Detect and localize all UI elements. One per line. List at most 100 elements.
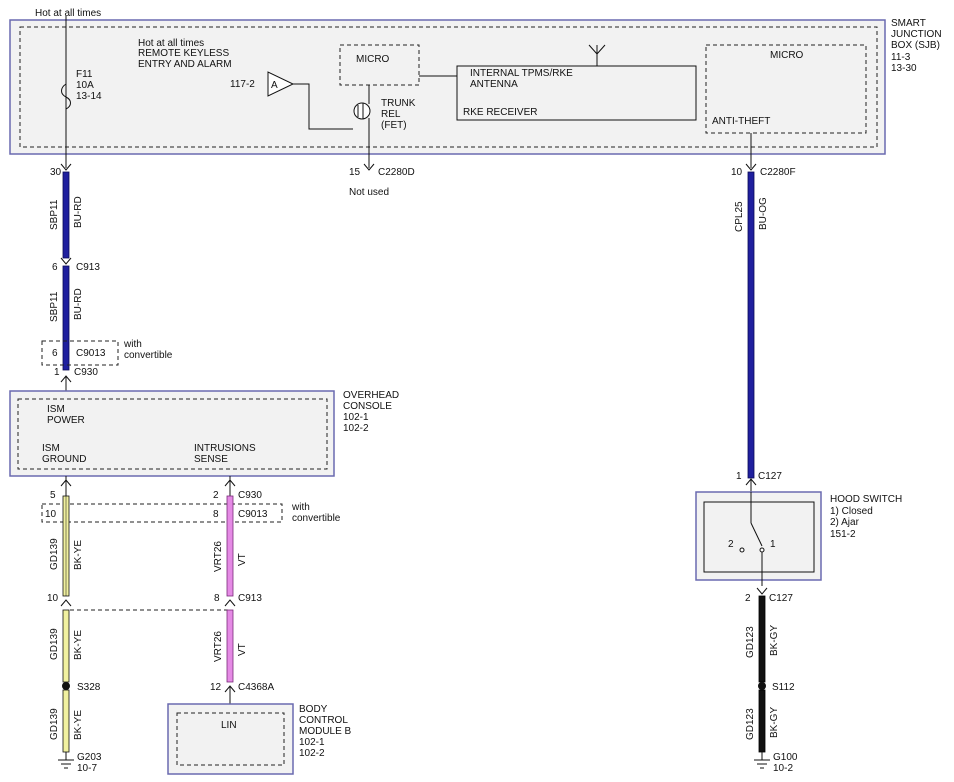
splice-s112-label: S112 xyxy=(772,682,795,693)
pin8a-label: 8 xyxy=(213,509,219,520)
overhead-title-4: 102-2 xyxy=(343,423,369,434)
smart-junction-box: SMART JUNCTION BOX (SJB) 11-3 13-30 Hot … xyxy=(9,18,942,168)
sjb-inner-dashed xyxy=(19,26,878,148)
c930-top-label: C930 xyxy=(74,367,98,378)
fuse-ref: 13-14 xyxy=(76,91,102,102)
c930-b-label: C930 xyxy=(238,490,262,501)
overhead-title-3: 102-1 xyxy=(343,412,369,423)
c2280d-pin: 15 xyxy=(349,167,361,178)
wire-vt-b-label: VT xyxy=(237,643,248,656)
c127-b-label: C127 xyxy=(769,593,793,604)
hood-switch: 2 1 HOOD SWITCH 1) Closed 2) Ajar 151-2 … xyxy=(695,491,902,774)
anti-theft-label: ANTI-THEFT xyxy=(712,116,770,127)
fuse-amps: 10A xyxy=(76,80,94,91)
pin5-label: 5 xyxy=(50,490,56,501)
pin10b-label: 10 xyxy=(47,593,59,604)
sjb-title-line2: JUNCTION xyxy=(891,29,942,40)
with-convertible-top-2: convertible xyxy=(124,350,173,361)
wire-sbp11-b-label: SBP11 xyxy=(49,291,60,322)
sjb-lower-connectors: 15 C2280D Not used 10 C2280F CPL25 BU-OG… xyxy=(349,163,796,492)
c2280d-arrow-icon xyxy=(363,163,375,171)
wire-gd139-c xyxy=(62,689,70,753)
c930-top-pin: 1 xyxy=(54,367,60,378)
wire-vrt26-a xyxy=(226,495,234,597)
hood-title-1: HOOD SWITCH xyxy=(830,494,902,505)
overhead-title-1: OVERHEAD xyxy=(343,390,399,401)
wire-bk-gy-b-label: BK-GY xyxy=(769,707,780,738)
c913-arrow-icon xyxy=(60,257,72,265)
ism-ground-2: GROUND xyxy=(42,454,86,465)
c913-b-label: C913 xyxy=(238,593,262,604)
splice-s328-label: S328 xyxy=(77,682,101,693)
amplifier-label: A xyxy=(271,80,278,91)
g100-label: G100 xyxy=(773,752,798,763)
wire-cpl25-label: CPL25 xyxy=(734,201,745,232)
wire-bk-ye-c-label: BK-YE xyxy=(73,710,84,740)
g203-ref: 10-7 xyxy=(77,763,97,774)
wire-sbp11-b xyxy=(62,265,70,371)
ism-power-1: ISM xyxy=(47,404,65,415)
with-convertible-top-1: with xyxy=(123,339,142,350)
hood-pin2: 2 xyxy=(728,539,734,550)
c9013-b-box xyxy=(41,503,283,523)
wire-bu-rd-b-label: BU-RD xyxy=(73,288,84,320)
wire-gd139-b xyxy=(62,609,70,683)
wire-cpl25 xyxy=(747,171,755,479)
trunk-line3: (FET) xyxy=(381,120,407,131)
pin2-label: 2 xyxy=(213,490,219,501)
hot-rke-line2: REMOTE KEYLESS xyxy=(138,48,229,59)
pin-30: 30 xyxy=(50,167,62,178)
wire-gd139-c-label: GD139 xyxy=(49,708,60,740)
hood-pin1: 1 xyxy=(770,539,776,550)
pin12-label: 12 xyxy=(210,682,222,693)
pin10a-label: 10 xyxy=(45,509,57,520)
intrusions-1: INTRUSIONS xyxy=(194,443,256,454)
contact-2-icon xyxy=(739,547,745,553)
overhead-console: OVERHEAD CONSOLE 102-1 102-2 ISM POWER I… xyxy=(9,390,399,477)
pin8b-label: 8 xyxy=(214,593,220,604)
wire-bk-ye-b-label: BK-YE xyxy=(73,630,84,660)
intrusions-2: SENSE xyxy=(194,454,228,465)
hood-title-2: 1) Closed xyxy=(830,506,873,517)
wire-vrt26-a-label: VRT26 xyxy=(213,541,224,572)
c2280f-arrow-icon xyxy=(745,163,757,171)
micro1-label: MICRO xyxy=(356,54,390,65)
wire-gd123-b-label: GD123 xyxy=(745,708,756,740)
with-convertible-b-1: with xyxy=(291,502,310,513)
sjb-title-line3: BOX (SJB) xyxy=(891,40,940,51)
hot-rke-line3: ENTRY AND ALARM xyxy=(138,59,232,70)
c2280f-label: C2280F xyxy=(760,167,796,178)
c127-b-arrow-icon xyxy=(756,587,768,595)
pin8b-arrow-icon xyxy=(224,599,236,607)
wire-vt-a-label: VT xyxy=(237,553,248,566)
c2280d-label: C2280D xyxy=(378,167,415,178)
hood-title-4: 151-2 xyxy=(830,529,856,540)
hot-rke-line1: Hot at all times xyxy=(138,38,204,49)
overhead-outline xyxy=(9,390,335,477)
wire-vrt26-b xyxy=(226,609,234,683)
c913-top-pin: 6 xyxy=(52,262,58,273)
hot-at-all-times-label: Hot at all times xyxy=(35,8,101,19)
c9013-b-label: C9013 xyxy=(238,509,268,520)
c127-b-pin: 2 xyxy=(745,593,751,604)
splice-s328-icon xyxy=(62,682,70,690)
wire-bu-og-label: BU-OG xyxy=(758,197,769,230)
sjb-title-line4: 11-3 xyxy=(891,52,911,63)
g100-ref: 10-2 xyxy=(773,763,793,774)
with-convertible-b-2: convertible xyxy=(292,513,341,524)
c30-arrow-icon xyxy=(60,163,72,171)
sjb-title-line1: SMART xyxy=(891,18,926,29)
rke-receiver-label: RKE RECEIVER xyxy=(463,107,537,118)
switch-contact-icon xyxy=(750,522,763,547)
rke-box xyxy=(456,65,697,121)
ism-power-2: POWER xyxy=(47,415,85,426)
trunk-line1: TRUNK xyxy=(381,98,416,109)
wire-sbp11-a xyxy=(62,171,70,259)
amp-to-trunk-line xyxy=(293,83,353,130)
body-control-module-b: LIN BODY CONTROL MODULE B 102-1 102-2 xyxy=(167,703,352,775)
c9013-top-label: C9013 xyxy=(76,348,106,359)
bcm-title-1: BODY xyxy=(299,704,328,715)
micro2-box xyxy=(705,44,867,134)
c127-top-pin: 1 xyxy=(736,471,742,482)
ism-ground-circuit: 5 10 8 C9013 with convertible GD139 BK-Y… xyxy=(41,476,341,774)
